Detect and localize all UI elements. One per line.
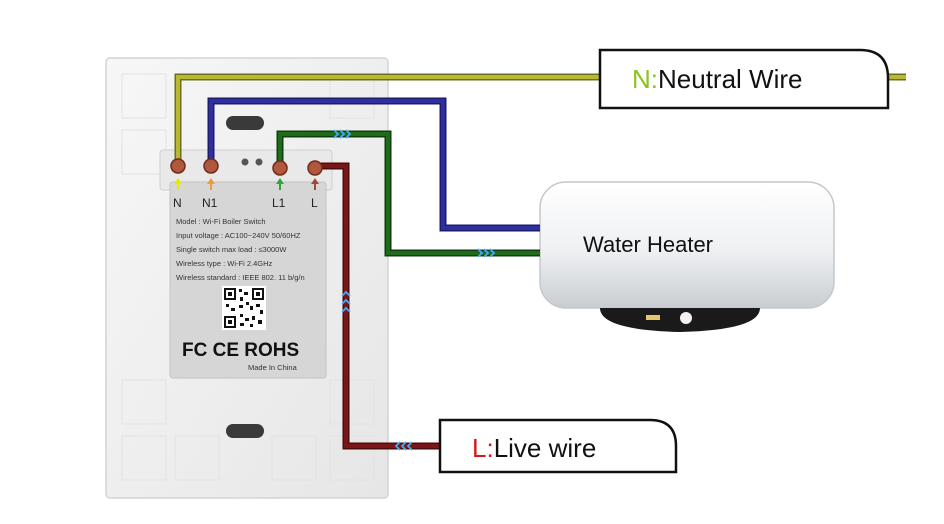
terminal-l1: [272, 160, 288, 176]
spec-input-voltage: Input voltage : AC100~240V 50/60HZ: [176, 231, 301, 240]
terminal-n1-arrow: [207, 178, 215, 190]
live-prefix: L:: [472, 433, 494, 463]
heater-control-panel: [600, 308, 760, 332]
heater-label: Water Heater: [583, 232, 713, 257]
terminal-l: [307, 160, 323, 176]
spec-wireless-standard: Wireless standard : IEEE 802. 11 b/g/n: [176, 273, 305, 282]
neutral-prefix: N:: [632, 64, 658, 94]
live-up-flow-arrow: [341, 290, 351, 313]
live-in-flow-arrow: [394, 441, 413, 451]
terminal-n: [170, 158, 186, 174]
terminal-n-label: N: [173, 196, 182, 210]
terminal-l1-label: L1: [272, 196, 286, 210]
terminal-n1: [203, 158, 219, 174]
heater-knob: [680, 312, 692, 324]
spec-wireless-type: Wireless type : Wi-Fi 2.4GHz: [176, 259, 273, 268]
neutral-callout-text: N:Neutral Wire: [632, 64, 802, 94]
terminal-l-label: L: [311, 196, 318, 210]
flow-arrows: [333, 129, 496, 451]
neutral-label: Neutral Wire: [658, 64, 802, 94]
water-heater: Water Heater: [539, 181, 835, 332]
live-callout-text: L:Live wire: [472, 433, 596, 463]
spec-max-load: Single switch max load : ≤3000W: [176, 245, 287, 254]
terminals: N N1 L1 L: [170, 158, 323, 210]
made-in-china: Made In China: [248, 363, 298, 372]
l1-heater-flow-arrow: [477, 248, 496, 258]
terminal-n-arrow: [174, 178, 182, 190]
mounting-slot-top: [226, 116, 264, 130]
qr-code: [222, 286, 266, 330]
spec-label: Model : Wi-Fi Boiler Switch Input voltag…: [169, 181, 327, 379]
wires: [174, 73, 906, 450]
certification-marks: FC CE ROHS: [182, 340, 299, 361]
terminal-l1-arrow: [276, 178, 284, 190]
l1-flow-arrow: [333, 129, 352, 139]
spec-model: Model : Wi-Fi Boiler Switch: [176, 217, 266, 226]
neutral-callout: N:Neutral Wire: [598, 48, 890, 110]
terminal-n1-label: N1: [202, 196, 218, 210]
mounting-slot-bottom: [226, 424, 264, 438]
live-label: Live wire: [494, 433, 597, 463]
live-callout: L:Live wire: [438, 418, 678, 474]
terminal-l-arrow: [311, 178, 319, 190]
